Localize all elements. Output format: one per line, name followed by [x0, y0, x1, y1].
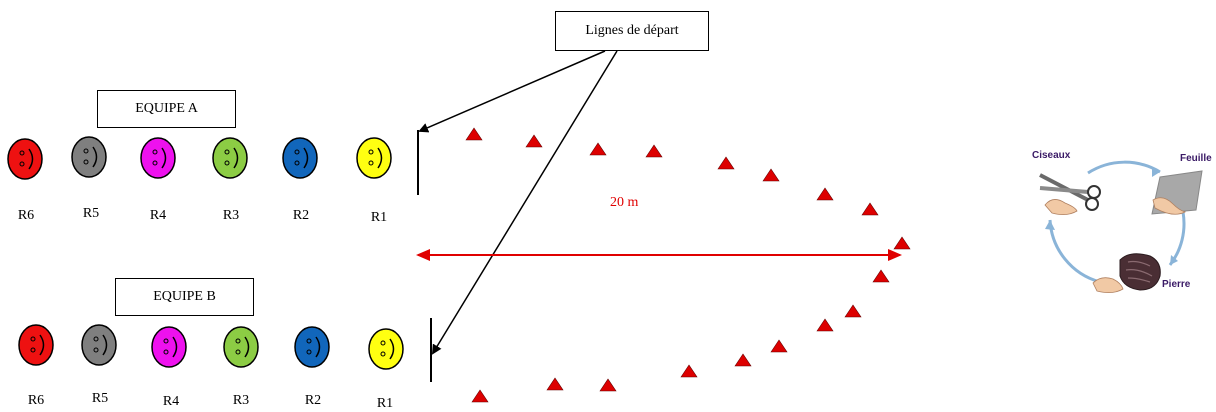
cone-icon: [525, 134, 543, 148]
cone-icon: [893, 236, 911, 250]
cone-icon: [861, 202, 879, 216]
cone-icon: [717, 156, 735, 170]
team-a-label: EQUIPE A: [97, 90, 236, 128]
team-a-runner-r2: [282, 137, 318, 179]
team-b-runner-label: R2: [304, 393, 322, 408]
cone-icon: [816, 318, 834, 332]
start-lines-label: Lignes de départ: [555, 11, 709, 51]
runner-face-icon: [282, 137, 318, 179]
cone-icon: [546, 377, 564, 391]
team-b-runner-label: R3: [232, 393, 250, 408]
pointer-arrow-a: [418, 50, 606, 133]
team-a-runner-r3: [212, 137, 248, 179]
cone-icon: [680, 364, 698, 378]
cone-icon: [471, 389, 489, 403]
pointer-arrow-b: [431, 50, 618, 355]
cone-icon: [872, 269, 890, 283]
runner-face-icon: [81, 324, 117, 366]
team-b-runners: [18, 324, 404, 370]
runner-face-icon: [356, 137, 392, 179]
team-a-runner-label: R6: [17, 208, 35, 223]
cone-icon: [599, 378, 617, 392]
team-b-runner-r2: [294, 326, 330, 368]
team-a-runner-r4: [140, 137, 176, 179]
team-a-runners: [7, 136, 392, 180]
team-b-runner-r6: [18, 324, 54, 366]
runner-face-icon: [223, 326, 259, 368]
paper-label: Feuille: [1180, 153, 1212, 164]
cone-icon: [770, 339, 788, 353]
distance-label: 20 m: [610, 195, 639, 210]
team-b-runner-label: R5: [91, 391, 109, 406]
team-b-runner-label: R6: [27, 393, 45, 408]
team-a-runner-r5: [71, 136, 107, 178]
cone-icon: [465, 127, 483, 141]
cone-icon: [816, 187, 834, 201]
rock-label: Pierre: [1162, 279, 1191, 290]
paper-icon: [1151, 170, 1203, 215]
team-b-label: EQUIPE B: [115, 278, 254, 316]
team-a-runner-label: R1: [370, 210, 388, 225]
cone-icon: [844, 304, 862, 318]
runner-face-icon: [368, 328, 404, 370]
team-a-runner-label: R5: [82, 206, 100, 221]
cones: [465, 127, 911, 403]
cone-icon: [645, 144, 663, 158]
runner-face-icon: [71, 136, 107, 178]
cone-icon: [762, 168, 780, 182]
team-b-runner-r1: [368, 328, 404, 370]
team-a-runner-r6: [7, 138, 43, 180]
team-b-runner-r3: [223, 326, 259, 368]
rock-paper-scissors-cycle: Ciseaux Feuille Pierre: [1032, 150, 1212, 293]
team-a-runner-label: R3: [222, 208, 240, 223]
runner-face-icon: [140, 137, 176, 179]
runner-face-icon: [151, 326, 187, 368]
team-b-runner-r5: [81, 324, 117, 366]
team-a-runner-r1: [356, 137, 392, 179]
scissors-label: Ciseaux: [1032, 150, 1071, 161]
scissors-icon: [1039, 173, 1101, 215]
team-b-runner-label: R4: [162, 394, 180, 409]
rock-icon: [1092, 253, 1161, 293]
team-b-runner-r4: [151, 326, 187, 368]
cone-icon: [734, 353, 752, 367]
cone-icon: [589, 142, 607, 156]
runner-face-icon: [294, 326, 330, 368]
runner-face-icon: [212, 137, 248, 179]
team-a-runner-label: R4: [149, 208, 167, 223]
runner-face-icon: [7, 138, 43, 180]
team-a-runner-label: R2: [292, 208, 310, 223]
runner-face-icon: [18, 324, 54, 366]
